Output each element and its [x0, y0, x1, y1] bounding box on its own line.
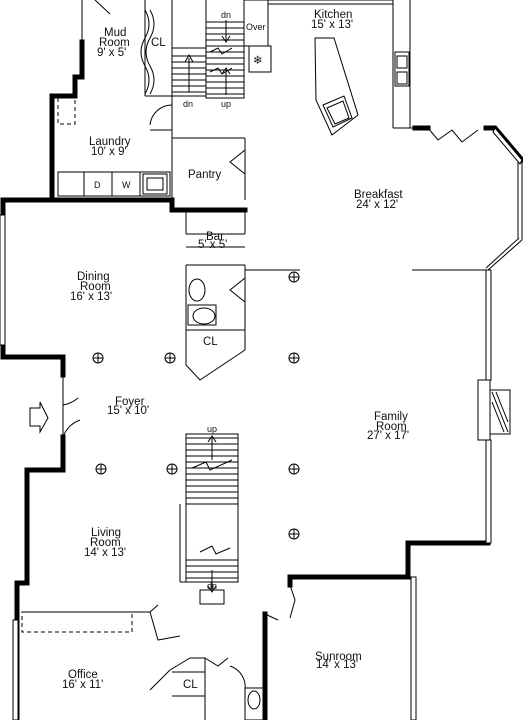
- living-name-2: Room: [90, 537, 121, 549]
- foyer-dims: 15' x 10': [107, 405, 149, 417]
- family-name-2: Room: [376, 421, 407, 433]
- stair-label-dn-top: dn: [221, 10, 231, 20]
- closet-top-label: CL: [151, 37, 166, 49]
- stair-label-dn-left: dn: [183, 99, 193, 109]
- living-stairs: up dn: [179, 424, 239, 605]
- ceiling-light-icon: [288, 352, 300, 364]
- family-name-1: Family: [374, 411, 408, 423]
- ceiling-light-icon: [164, 352, 176, 364]
- laundry-name: Laundry: [89, 136, 131, 148]
- laundry-dims: 10' x 9': [91, 146, 127, 158]
- kitchen-name: Kitchen: [314, 9, 352, 21]
- office-name: Office: [68, 669, 98, 681]
- ceiling-light-icon: [288, 463, 300, 475]
- mud-room-name-1: Mud: [104, 27, 126, 39]
- office-dims: 16' x 11': [62, 679, 103, 691]
- cooktop-icon: ❄: [253, 55, 263, 67]
- sunroom-dims: 14' x 13': [316, 659, 358, 671]
- sunroom-name: Sunroom: [315, 651, 362, 663]
- dryer-label: D: [94, 180, 101, 190]
- stair-label-up-top: up: [221, 99, 231, 109]
- breakfast-name: Breakfast: [354, 189, 403, 201]
- ceiling-light-icon: [92, 352, 104, 364]
- dining-foyer-area: [0, 214, 81, 438]
- dining-dims: 16' x 13': [70, 291, 112, 303]
- living-dims: 14' x 13': [84, 547, 126, 559]
- living-name-1: Living: [91, 527, 121, 539]
- kitchen-dims: 15' x 13': [311, 19, 353, 31]
- ceiling-light-icon: [288, 528, 300, 540]
- sunroom-area: [410, 576, 417, 720]
- room-labels: Mud Room 9' x 5' CL Kitchen 15' x 13' La…: [62, 9, 409, 691]
- stair-label-dn-center: dn: [207, 581, 217, 591]
- breakfast-dims: 24' x 12': [356, 199, 398, 211]
- living-office-area: [12, 584, 296, 720]
- bar-area: [185, 210, 246, 381]
- dining-name-2: Room: [80, 281, 111, 293]
- kitchen-area: [268, 0, 415, 136]
- closet-bottom-label: CL: [183, 679, 198, 691]
- exterior-walls: [0, 39, 523, 720]
- stair-label-up-center: up: [207, 424, 217, 434]
- ceiling-light-icon: [95, 463, 107, 475]
- breakfast-area: [245, 127, 523, 544]
- upper-stairs: dn dn up Over ❄: [171, 0, 272, 109]
- ceiling-light-icon: [288, 271, 300, 283]
- ceiling-light-icon: [166, 463, 178, 475]
- mud-room-dims: 9' x 5': [97, 47, 126, 59]
- mud-room-name-2: Room: [99, 37, 130, 49]
- washer-label: W: [122, 180, 131, 190]
- foyer-name: Foyer: [115, 396, 145, 408]
- ceiling-fixtures: [92, 271, 300, 540]
- bar-dims: 5' x 5': [198, 239, 227, 251]
- bar-name: Bar: [206, 231, 224, 243]
- pantry-name: Pantry: [188, 169, 221, 181]
- laundry-area: D W: [57, 130, 246, 200]
- dining-name-1: Dining: [77, 271, 110, 283]
- oven-label: Over: [246, 22, 266, 32]
- family-dims: 27' x 17': [367, 430, 409, 442]
- mud-room-area: [57, 0, 173, 131]
- closet-mid-label: CL: [203, 336, 218, 348]
